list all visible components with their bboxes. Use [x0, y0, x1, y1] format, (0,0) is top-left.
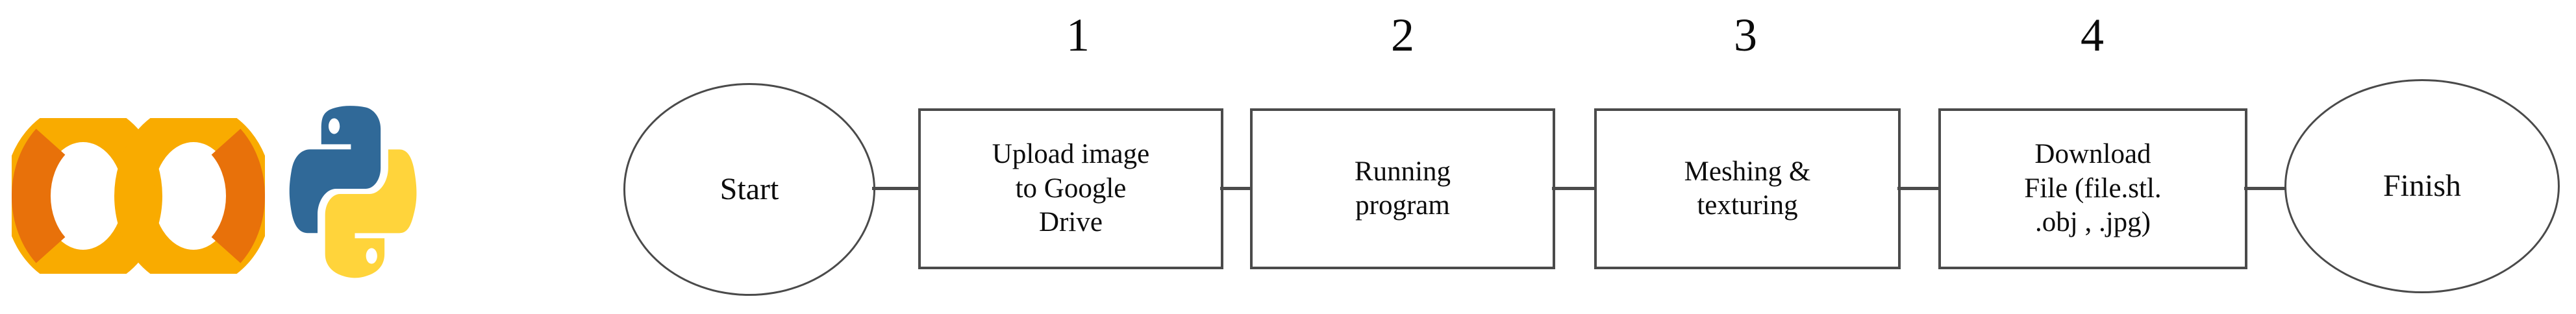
- connector-step1-to-step2: [1220, 187, 1253, 190]
- step-3-label: Meshing & texturing: [1684, 156, 1811, 221]
- finish-node[interactable]: Finish: [2284, 79, 2560, 293]
- connector-step3-to-step4: [1897, 187, 1942, 190]
- python-logo: [282, 97, 419, 285]
- step-number-2: 2: [1391, 9, 1414, 61]
- step-2-label: Running program: [1354, 156, 1451, 221]
- start-node[interactable]: Start: [623, 83, 875, 296]
- step-number-1: 1: [1066, 9, 1090, 61]
- step-4-node[interactable]: Download File (file.stl. .obj , .jpg): [1938, 108, 2247, 269]
- logo-group: [0, 0, 455, 314]
- step-2-node[interactable]: Running program: [1250, 108, 1555, 269]
- step-number-4: 4: [2081, 9, 2104, 61]
- step-4-label: Download File (file.stl. .obj , .jpg): [2024, 139, 2162, 238]
- connector-step2-to-step3: [1552, 187, 1597, 190]
- connector-step4-to-finish: [2244, 187, 2288, 190]
- start-node-label: Start: [719, 172, 779, 207]
- connector-start-to-step1: [872, 187, 921, 190]
- step-1-label: Upload image to Google Drive: [992, 139, 1150, 238]
- google-colab-logo: [4, 103, 273, 289]
- step-number-3: 3: [1734, 9, 1757, 61]
- step-3-node[interactable]: Meshing & texturing: [1594, 108, 1901, 269]
- step-1-node[interactable]: Upload image to Google Drive: [918, 108, 1223, 269]
- finish-node-label: Finish: [2382, 169, 2462, 204]
